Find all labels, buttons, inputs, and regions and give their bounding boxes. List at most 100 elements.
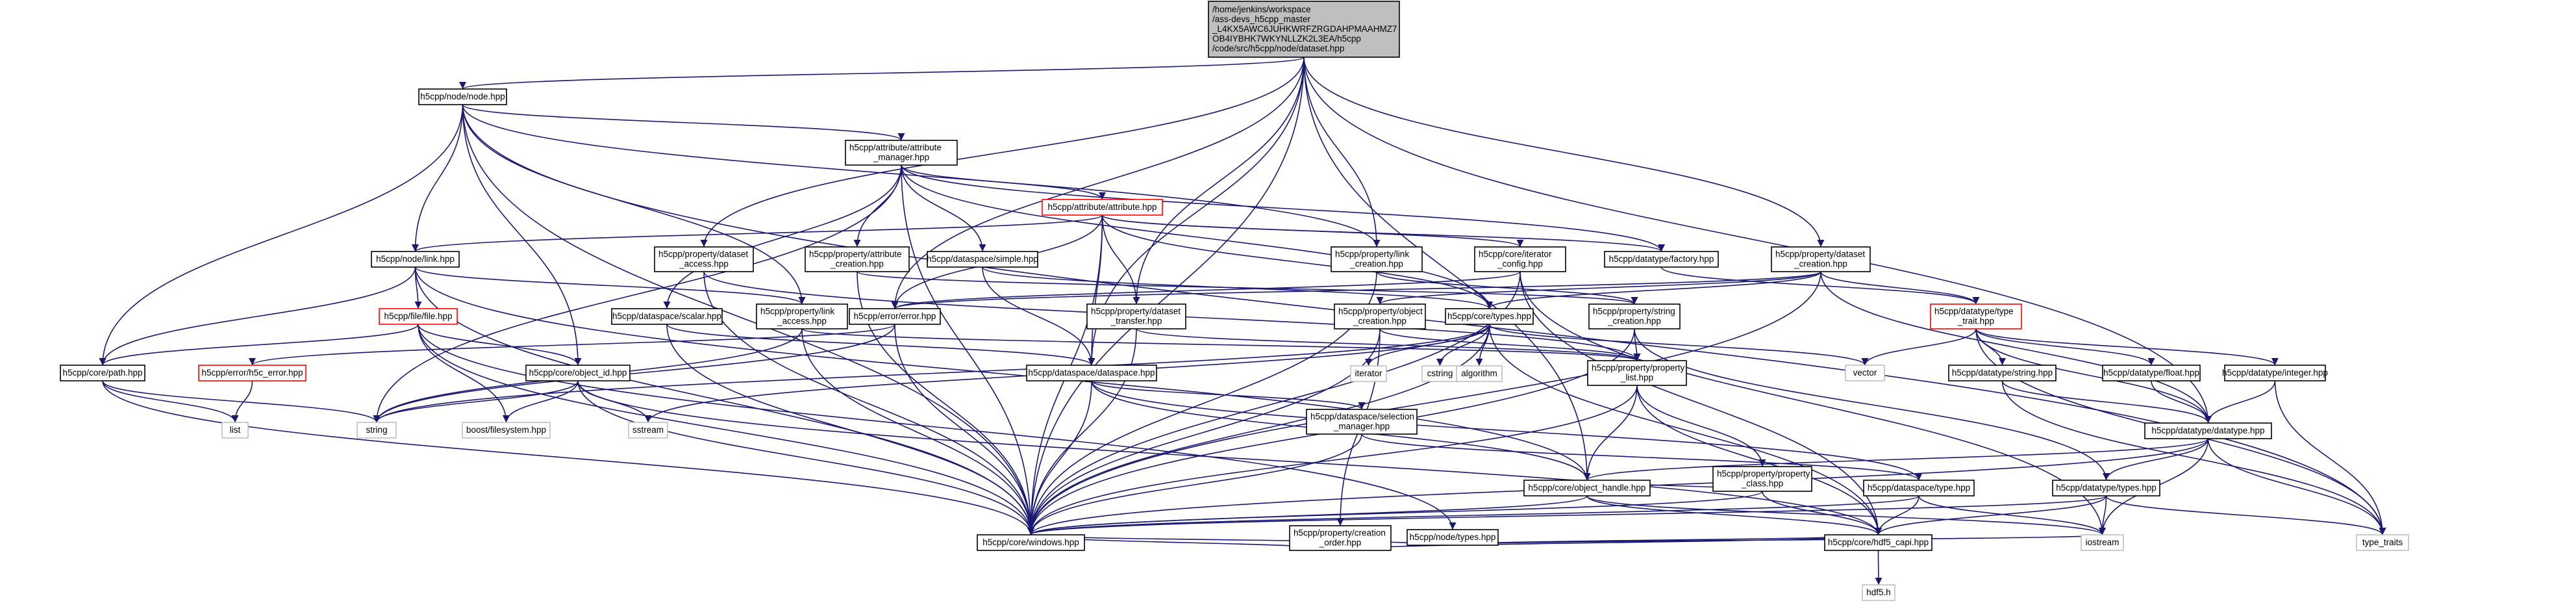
node-box-dt-datatype	[2144, 422, 2272, 439]
edge-core_iter_config-to-error	[891, 271, 1521, 309]
node-box-dt-types	[2052, 480, 2160, 496]
node-prop-link-access[interactable]: h5cpp/property/link_access.hpp	[756, 303, 848, 329]
edge-file-to-node_types	[418, 324, 1457, 530]
edge-attribute-to-core_iter_config	[1101, 214, 1524, 248]
node-core-windows[interactable]: h5cpp/core/windows.hpp	[977, 534, 1085, 551]
node-box-node-node	[418, 88, 507, 105]
node-ds-simple[interactable]: h5cpp/dataspace/simple.hpp	[927, 251, 1038, 268]
node-ds-selection-manager[interactable]: h5cpp/dataspace/selection_manager.hpp	[1306, 409, 1418, 435]
node-core-hdf5-capi[interactable]: h5cpp/core/hdf5_capi.hpp	[1824, 534, 1932, 551]
node-label-prop-object-creation-0: h5cpp/property/object	[1338, 307, 1423, 316]
node-cstring: cstring	[1421, 365, 1458, 382]
node-prop-dataset-access[interactable]: h5cpp/property/dataset_access.hpp	[654, 246, 754, 272]
edge-root-to-dt_datatype	[1303, 57, 2212, 424]
node-attr-manager[interactable]: h5cpp/attribute/attribute_manager.hpp	[845, 140, 958, 166]
node-prop-property-list[interactable]: h5cpp/property/property_list.hpp	[1587, 360, 1687, 386]
node-node-types[interactable]: h5cpp/node/types.hpp	[1407, 529, 1499, 546]
node-dt-integer[interactable]: h5cpp/datatype/integer.hpp	[2222, 365, 2328, 381]
node-ds-dataspace[interactable]: h5cpp/dataspace/dataspace.hpp	[1026, 365, 1157, 381]
edge-file-to-boost_fs	[418, 324, 510, 423]
node-core-object-handle[interactable]: h5cpp/core/object_handle.hpp	[1523, 480, 1651, 496]
node-label-prop-dataset-creation-1: _creation.hpp	[1794, 259, 1847, 269]
node-dt-factory[interactable]: h5cpp/datatype/factory.hpp	[1604, 251, 1719, 268]
node-prop-dataset-transfer[interactable]: h5cpp/property/dataset_transfer.hpp	[1086, 303, 1186, 329]
edge-root-to-prop_dataset_access	[700, 57, 1305, 248]
node-label-prop-property-list-1: _list.hpp	[1620, 373, 1653, 383]
node-link[interactable]: h5cpp/node/link.hpp	[371, 251, 460, 268]
node-box-ds-type	[1863, 480, 1975, 496]
node-label-core-windows-0: h5cpp/core/windows.hpp	[982, 537, 1079, 547]
node-box-iostream	[2081, 534, 2124, 551]
node-node-node[interactable]: h5cpp/node/node.hpp	[418, 88, 507, 105]
node-box-file	[379, 308, 458, 325]
node-box-algorithm	[1456, 365, 1503, 382]
node-prop-link-creation[interactable]: h5cpp/property/link_creation.hpp	[1331, 246, 1423, 272]
node-prop-object-creation[interactable]: h5cpp/property/object_creation.hpp	[1334, 303, 1426, 329]
edge-ds_type-to-core_windows	[1027, 495, 1919, 535]
node-dt-string[interactable]: h5cpp/datatype/string.hpp	[1948, 365, 2057, 381]
node-dt-type-trait[interactable]: h5cpp/datatype/type_trait.hpp	[1930, 303, 2022, 329]
node-label-sstream-0: sstream	[632, 425, 664, 435]
node-box-ds-simple	[927, 251, 1038, 268]
node-prop-property-class[interactable]: h5cpp/property/property_class.hpp	[1712, 466, 1812, 492]
node-prop-string-creation[interactable]: h5cpp/property/string_creation.hpp	[1588, 303, 1681, 329]
node-dt-datatype[interactable]: h5cpp/datatype/datatype.hpp	[2144, 422, 2272, 439]
edge-core_types-to-core_windows	[1027, 324, 1490, 535]
node-core-types[interactable]: h5cpp/core/types.hpp	[1445, 308, 1534, 325]
node-dt-types[interactable]: h5cpp/datatype/types.hpp	[2052, 480, 2160, 496]
node-label-list-0: list	[230, 425, 241, 435]
node-core-iter-config[interactable]: h5cpp/core/iterator_config.hpp	[1474, 246, 1566, 272]
node-label-dt-string-0: h5cpp/datatype/string.hpp	[1952, 368, 2053, 378]
node-core-path[interactable]: h5cpp/core/path.hpp	[60, 365, 145, 381]
node-box-prop-property-class	[1712, 466, 1812, 492]
node-label-prop-dataset-creation-0: h5cpp/property/dataset	[1775, 250, 1865, 259]
edge-root-to-core_windows	[1027, 57, 1305, 535]
node-label-error-0: h5cpp/error/error.hpp	[854, 311, 936, 321]
node-attribute[interactable]: h5cpp/attribute/attribute.hpp	[1042, 199, 1163, 216]
node-ds-scalar[interactable]: h5cpp/dataspace/scalar.hpp	[611, 308, 723, 325]
node-label-root-0: /home/jenkins/workspace	[1212, 5, 1311, 14]
node-label-dt-integer-0: h5cpp/datatype/integer.hpp	[2222, 368, 2328, 378]
edge-prop_dataset_creation-to-error	[891, 271, 1821, 309]
edge-h5c_error-to-list	[231, 380, 253, 423]
node-prop-attr-creation[interactable]: h5cpp/property/attribute_creation.hpp	[805, 246, 910, 272]
node-label-cstring-0: cstring	[1427, 368, 1453, 378]
edge-ds_selection_manager-to-ds_type	[1361, 433, 1923, 481]
node-dt-float[interactable]: h5cpp/datatype/float.hpp	[2102, 365, 2201, 381]
node-box-prop-dataset-access	[654, 246, 754, 272]
edge-dt_type_trait-to-dt_integer	[1975, 328, 2279, 366]
node-label-attribute-0: h5cpp/attribute/attribute.hpp	[1047, 202, 1157, 212]
edge-core_path-to-string	[102, 380, 381, 423]
node-label-file-0: h5cpp/file/file.hpp	[384, 311, 452, 321]
edge-dt_string-to-type_traits	[2001, 380, 2386, 535]
edge-dt_types-to-type_traits	[2105, 495, 2386, 535]
node-box-core-windows	[977, 534, 1085, 551]
node-label-string-0: string	[366, 425, 387, 435]
node-prop-dataset-creation[interactable]: h5cpp/property/dataset_creation.hpp	[1771, 246, 1871, 272]
edge-prop_object_creation-to-prop_property_list	[1379, 328, 1641, 361]
node-box-dt-type-trait	[1930, 303, 2022, 329]
node-box-prop-dataset-transfer	[1086, 303, 1186, 329]
node-label-prop-attr-creation-0: h5cpp/property/attribute	[809, 250, 902, 259]
edge-root-to-prop_link_creation	[1303, 57, 1381, 248]
node-file[interactable]: h5cpp/file/file.hpp	[379, 308, 458, 325]
node-label-hdf5-h-0: hdf5.h	[1866, 587, 1891, 597]
node-label-prop-property-list-0: h5cpp/property/property	[1592, 363, 1685, 373]
node-box-sstream	[628, 422, 668, 439]
node-label-core-object-id-0: h5cpp/core/object_id.hpp	[529, 368, 627, 378]
edge-attr_manager-to-prop_attr_creation	[853, 164, 902, 248]
node-prop-creation-order[interactable]: h5cpp/property/creation_order.hpp	[1289, 525, 1392, 551]
node-core-object-id[interactable]: h5cpp/core/object_id.hpp	[525, 365, 631, 381]
node-h5c-error[interactable]: h5cpp/error/h5c_error.hpp	[198, 365, 306, 381]
node-error[interactable]: h5cpp/error/error.hpp	[849, 308, 941, 325]
node-label-node-types-0: h5cpp/node/types.hpp	[1410, 532, 1496, 542]
edge-core_object_handle-to-core_hdf5_capi	[1586, 495, 1882, 535]
edge-node_node-to-core_path	[99, 104, 464, 366]
edge-prop_property_list-to-core_object_handle	[1583, 385, 1638, 481]
node-label-link-0: h5cpp/node/link.hpp	[376, 254, 455, 264]
node-label-prop-link-access-1: _access.hpp	[777, 316, 827, 326]
node-label-prop-creation-order-1: _order.hpp	[1319, 538, 1362, 548]
node-ds-type[interactable]: h5cpp/dataspace/type.hpp	[1863, 480, 1975, 496]
node-label-ds-selection-manager-0: h5cpp/dataspace/selection	[1310, 412, 1414, 422]
edge-error-to-core_windows	[894, 324, 1035, 535]
